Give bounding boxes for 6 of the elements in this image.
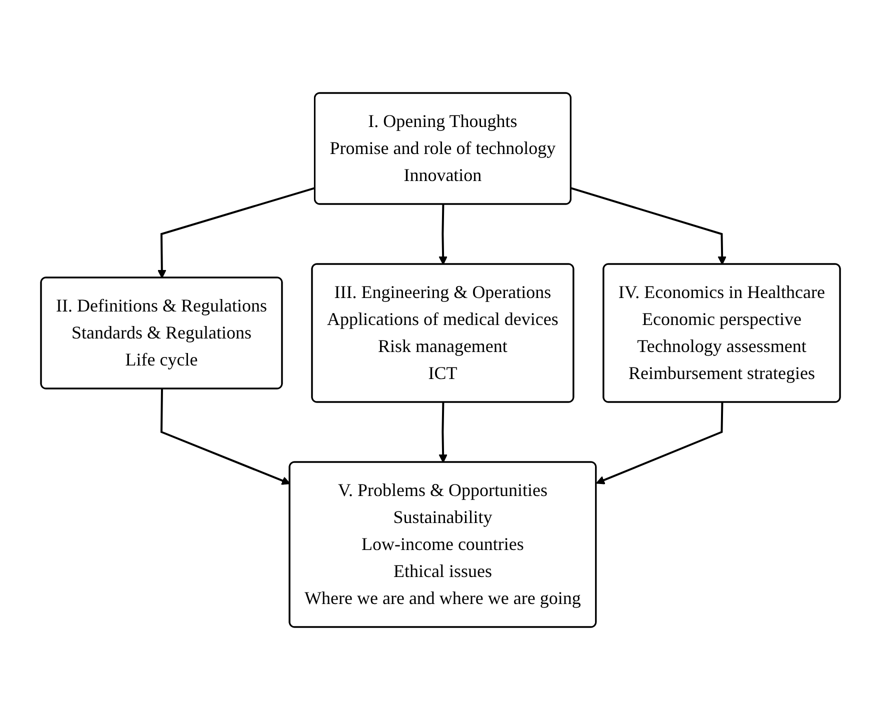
arrow bbox=[438, 402, 448, 463]
arrow bbox=[570, 187, 726, 265]
arrow bbox=[160, 388, 290, 485]
arrow bbox=[157, 186, 316, 278]
arrow bbox=[438, 204, 448, 265]
arrow bbox=[596, 402, 724, 484]
